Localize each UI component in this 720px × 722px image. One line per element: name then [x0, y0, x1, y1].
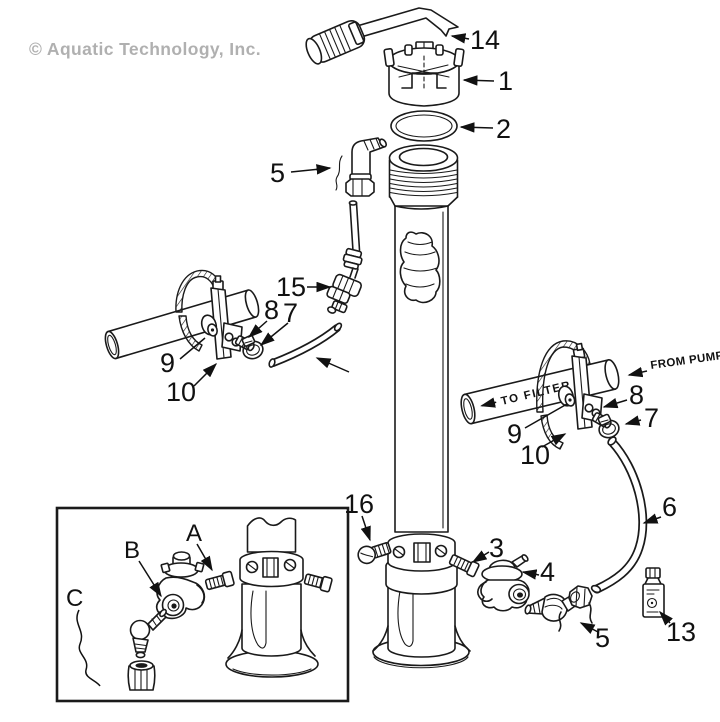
part-label-16: 16 [344, 489, 374, 519]
right-saddle-clamp-parts-9-10 [536, 340, 620, 450]
from-pump-annotation: FROM PUMP [627, 350, 720, 378]
part-label-1: 1 [498, 66, 513, 96]
inset-label-b: B [124, 537, 140, 564]
hose-part-6 [590, 436, 648, 594]
inset-label-c: C [66, 585, 83, 612]
from-pump-label: FROM PUMP [650, 350, 720, 372]
elbow-fitting-part-5-bottom [524, 585, 593, 632]
inset-elbow-c [127, 608, 167, 691]
part-label-10-left: 10 [166, 377, 196, 407]
bottle-part-13 [642, 567, 665, 618]
part-label-10-right: 10 [520, 440, 550, 470]
part-label-6: 6 [662, 492, 677, 522]
part-label-9-right: 9 [507, 419, 522, 449]
chlorinator-body [372, 144, 471, 669]
left-hose-clamp-part-7 [241, 334, 264, 360]
elbow-fitting-part-5-top [335, 137, 388, 197]
part-label-8-right: 8 [629, 380, 644, 410]
check-valve-part-4 [477, 554, 530, 612]
part-label-14: 14 [470, 25, 500, 55]
part-label-4: 4 [540, 557, 555, 587]
inset-label-a: A [186, 520, 202, 547]
inset-detail-box: A B C [55, 506, 350, 703]
callouts: 14 1 2 5 15 8 7 9 10 8 7 9 10 6 16 3 [160, 25, 696, 653]
part-label-13: 13 [666, 617, 696, 647]
feed-tube-part-15 [326, 200, 363, 314]
lid-wrench-part-14 [305, 7, 459, 65]
part-label-2: 2 [496, 114, 511, 144]
part-label-5-top: 5 [270, 158, 285, 188]
left-hose [268, 322, 343, 368]
right-hose-clamp-part-7 [597, 413, 620, 439]
inset-base-column [225, 517, 319, 678]
copyright-text: © Aquatic Technology, Inc. [29, 39, 261, 59]
inset-right-screw [303, 573, 333, 593]
o-ring-part-2 [390, 110, 458, 142]
left-saddle-clamp-parts-9-10 [175, 269, 264, 360]
part-label-7-left: 7 [283, 298, 298, 328]
part-label-3: 3 [489, 533, 504, 563]
part-label-7-right: 7 [644, 403, 659, 433]
part-label-9-left: 9 [160, 348, 175, 378]
drain-screw-part-16 [357, 541, 392, 565]
screw-plug-part-3 [448, 554, 480, 578]
locking-cap-part-1 [383, 41, 465, 107]
part-label-8-left: 8 [264, 295, 279, 325]
inset-left-screw [204, 570, 235, 591]
part-label-15: 15 [276, 272, 306, 302]
part-label-5-bottom: 5 [595, 623, 610, 653]
